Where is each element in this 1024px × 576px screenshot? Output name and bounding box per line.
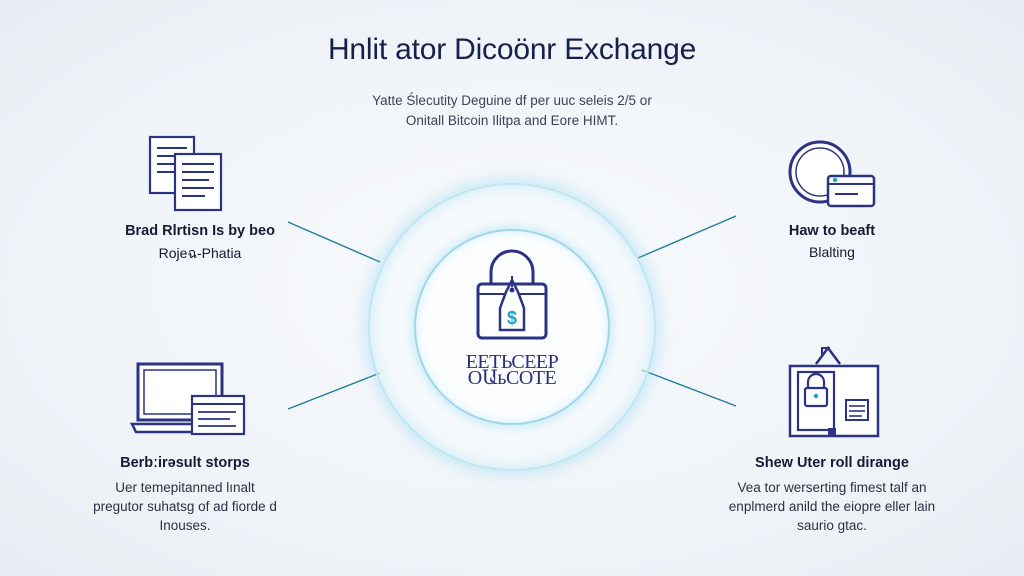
bottom-left-heading: Berbːirəsult storps [120, 455, 250, 471]
connector-top-left [287, 221, 381, 263]
bottom-left-description-line-3: Inouses. [159, 518, 211, 533]
top-right-heading-line-1: Hаw to beaft [788, 223, 876, 239]
top-left-heading-line-1: Brad Rlrtisn Is by beo [125, 223, 275, 239]
secure-door-icon [788, 345, 880, 438]
diagram-title: Hnlit ator Dicoönr Exchange [327, 33, 697, 66]
connector-bottom-left [287, 372, 381, 410]
hub-label: ЕЕТЬСЕЕР ОԱьСОТЕ [430, 351, 594, 389]
top-left-heading-line-2: Rojeฉ-Phatia [158, 245, 242, 261]
laptop-document-icon [129, 362, 246, 436]
documents-icon [148, 135, 223, 212]
subtitle-line-1: Yatte Ślecutity Deguine df per uuc selei… [372, 93, 652, 108]
bottom-left-description: Uer temepitanned lınalt pregutor suhatsg… [55, 478, 315, 535]
bottom-left-description-line-2: pregutor suhatsg of ad fiorde d [93, 499, 277, 514]
top-right-heading-line-2: Blalting [809, 244, 855, 260]
bottom-right-description: Vea tor werserting fimest talf an enplme… [712, 478, 952, 535]
bottom-left-description-line-1: Uer temepitanned lınalt [115, 480, 255, 495]
hub-label-line-1: ЕЕТЬСЕЕР [465, 351, 559, 373]
hub-label-line-2: ОԱьСОТЕ [467, 367, 557, 389]
connector-bottom-right [641, 369, 737, 407]
subtitle-line-2: Onitall Bitcoin Ilitpa and Eore HIMT. [405, 113, 619, 128]
svg-text:$: $ [507, 308, 517, 328]
bottom-right-heading: Shew Uter roll dirange [755, 455, 909, 471]
bottom-right-description-line-1: Vea tor werserting fimest talf an [737, 480, 927, 495]
connector-top-right [637, 215, 737, 259]
circle-card-icon [788, 140, 876, 208]
bottom-right-description-line-2: enplmerd anild the eiopre eller lain [728, 499, 936, 514]
bottom-right-description-line-3: saurio gtac. [797, 518, 867, 533]
padlock-dollar-tag-icon: $ [476, 249, 548, 340]
